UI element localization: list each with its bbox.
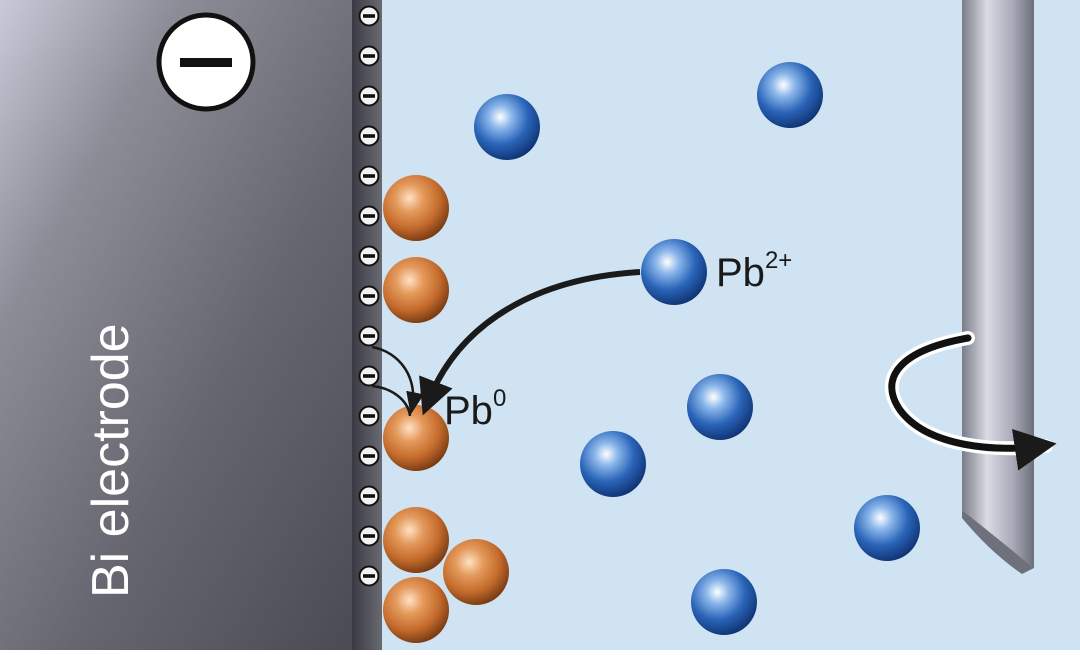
minus-in-circle-icon [358,525,380,547]
minus-in-circle-icon [358,85,380,107]
pb0-atom [383,577,449,643]
pb0-atom [383,257,449,323]
pb2-ion [691,569,757,635]
pb2-ion [687,374,753,440]
pb0-atom [383,175,449,241]
minus-in-circle-icon [358,45,380,67]
minus-in-circle-icon [358,405,380,427]
minus-in-circle-icon [358,565,380,587]
pb2-ion [580,431,646,497]
bi-electrode-body [0,0,360,650]
minus-in-circle-icon [358,445,380,467]
deposited-atoms [383,175,509,643]
pb2-ion [854,495,920,561]
minus-in-circle-icon [358,205,380,227]
pb2-ion [641,239,707,305]
surface-charges [358,5,380,587]
pb2-ion [474,94,540,160]
minus-in-circle-icon [358,365,380,387]
pb2-ion [757,62,823,128]
pb0-atom [383,507,449,573]
dissolved-ions [474,62,920,635]
minus-in-circle-icon [358,5,380,27]
pb0-atom [443,539,509,605]
electrode-charge-icon [156,12,256,112]
ion-label: Pb2+ [716,247,792,295]
rotating-rod-electrode [962,0,1034,574]
minus-in-circle-icon [358,285,380,307]
electron-transfer-arrows [371,345,424,417]
minus-in-circle-icon [358,325,380,347]
deposition-arrow-icon [419,269,641,416]
minus-in-circle-icon [358,245,380,267]
deposit-label-base: Pb [444,389,493,433]
deposit-label-charge: 0 [493,385,506,412]
minus-in-circle-icon [358,125,380,147]
ion-label-charge: 2+ [765,247,792,274]
rotation-arrow-icon [884,331,1057,471]
pb0-atom [383,405,449,471]
ion-label-base: Pb [716,251,765,295]
electrode-label: Bi electrode [82,323,140,598]
minus-in-circle-icon [358,485,380,507]
minus-in-circle-icon [358,165,380,187]
deposit-label: Pb0 [444,385,506,433]
